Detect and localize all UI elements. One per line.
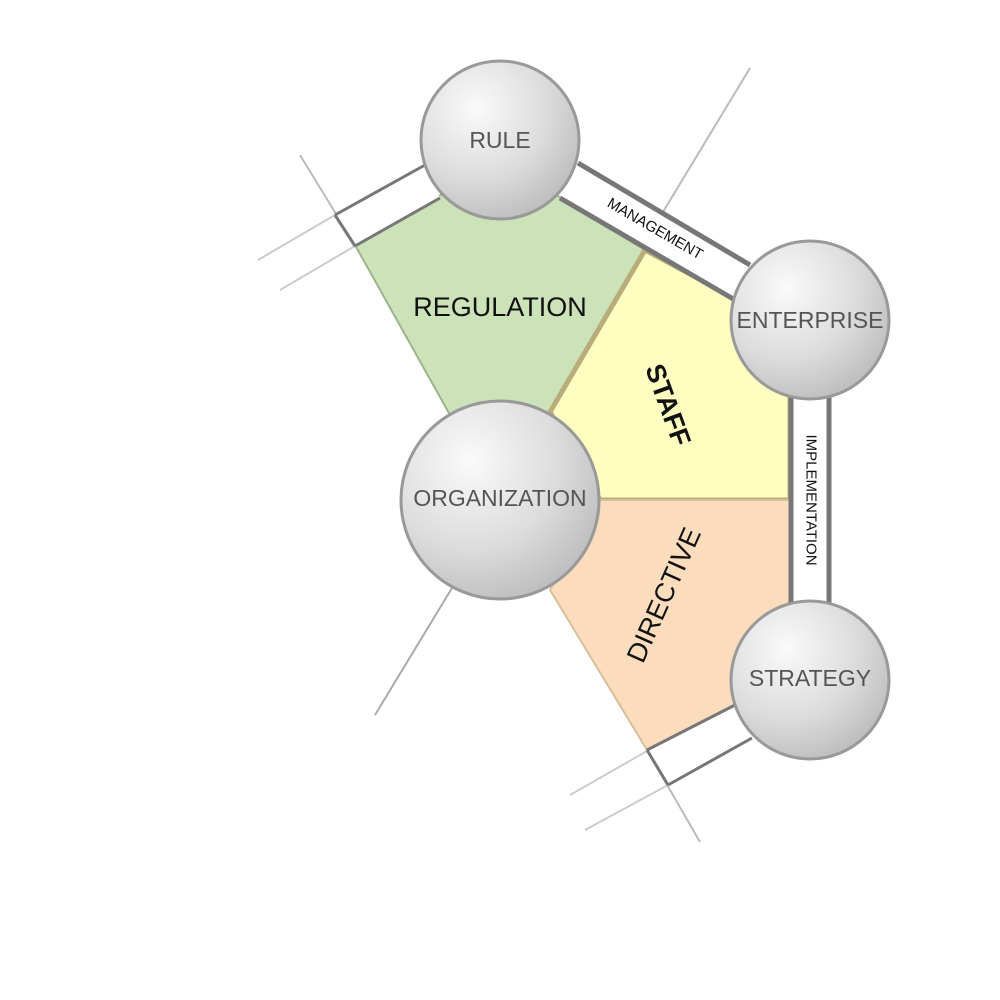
guide-line-bottom-left	[374, 587, 453, 716]
node-enterprise[interactable]: ENTERPRISE	[729, 239, 891, 401]
implementation-band	[788, 390, 832, 605]
guide-line-top-left-b	[257, 214, 336, 261]
top-left-band	[333, 163, 441, 248]
node-rule[interactable]: RULE	[419, 59, 581, 221]
guide-lines	[255, 67, 998, 843]
node-strategy[interactable]: STRATEGY	[729, 599, 891, 761]
regulation-label: REGULATION	[413, 292, 587, 322]
implementation-label: IMPLEMENTATION	[803, 434, 820, 565]
node-strategy-label: STRATEGY	[749, 665, 871, 691]
node-organization[interactable]: ORGANIZATION	[399, 399, 601, 601]
node-organization-label: ORGANIZATION	[413, 485, 586, 511]
guide-line-bottom-c	[584, 784, 669, 831]
node-enterprise-label: ENTERPRISE	[737, 307, 884, 333]
guide-line-top-left-c	[279, 245, 356, 291]
bottom-band	[645, 703, 753, 787]
guide-line-bottom-b	[569, 750, 648, 796]
management-band	[558, 160, 752, 303]
node-rule-label: RULE	[469, 127, 530, 153]
